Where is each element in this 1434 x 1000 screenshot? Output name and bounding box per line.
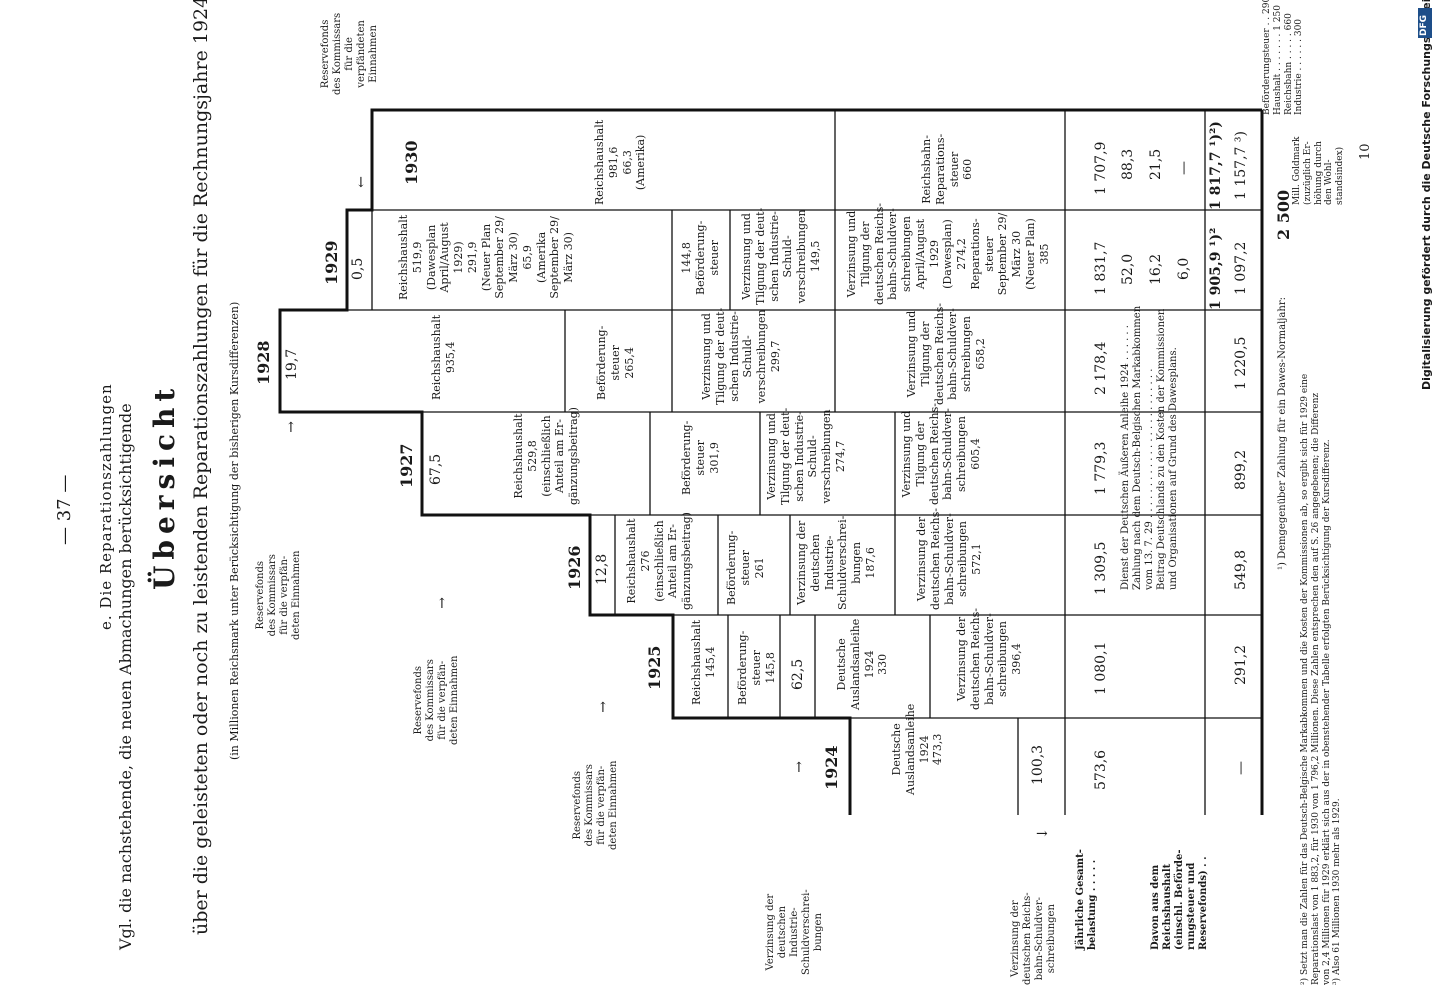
year-1925: 1925 <box>645 645 664 690</box>
row-label-industrie: Verzinsung der deutschen Industrie- Schu… <box>765 889 824 975</box>
row-label-reichsbahn: Verzinsung der deutschen Reichs- bahn-Sc… <box>1010 892 1057 985</box>
cell-1925-anleihe: Deutsche Auslandsanleihe 1924 330 <box>835 618 890 710</box>
cell-1928-haushalt: Reichshaushalt 935,4 <box>430 314 457 400</box>
cell-1927-industrie: Verzinsung und Tilgung der deut- schen I… <box>765 407 847 505</box>
total-1927: 1 779,3 <box>1093 441 1109 495</box>
dawes-label: ¹) Demgegenüber Zahlung für ein Dawes-No… <box>1277 297 1288 570</box>
reserve-label-1930: Reservefonds des Kommissars für die verp… <box>320 12 379 95</box>
extra-1930-kosten: — <box>1176 161 1192 175</box>
cell-1927-reichsbahn: Verzinsung und Tilgung der deutschen Rei… <box>900 403 982 505</box>
davon-1926: 549,8 <box>1233 549 1249 590</box>
cell-1926-befoerderung: Beförderung- steuer 261 <box>725 530 766 605</box>
cell-1927-befoerderung: Beförderung- steuer 301,9 <box>680 420 721 495</box>
davon-1929: 1 097,2 <box>1233 241 1249 295</box>
cell-1928-industrie: Verzinsung und Tilgung der deut- schen I… <box>700 307 782 405</box>
extra-1929-kosten: 6,0 <box>1176 257 1192 280</box>
davon-1930: 1 157,7 ³) <box>1233 131 1249 200</box>
cell-1924-reichsbahn: 100,3 <box>1030 744 1046 785</box>
arrow-icon: ↓ <box>355 175 367 191</box>
extra-1929-belgisch: 52,0 <box>1120 253 1136 285</box>
cell-1929-haushalt: Reichshaushalt 519,9 (Dawesplan April/Au… <box>397 214 575 300</box>
cell-1926-reichsbahn: Verzinsung der deutschen Reichs- bahn-Sc… <box>915 508 983 610</box>
total-1926: 1 309,5 <box>1093 541 1109 595</box>
cell-1925-reichsbahn: Verzinsung der deutschen Reichs- bahn-Sc… <box>955 608 1023 710</box>
cell-1925-industrie: 62,5 <box>790 658 806 690</box>
year-1926: 1926 <box>565 545 584 590</box>
davon-1927: 899,2 <box>1233 449 1249 490</box>
extra-1930-belgisch: 88,3 <box>1120 148 1136 180</box>
reserve-label-1926: Reservefonds des Kommissars für die verp… <box>255 550 302 641</box>
year-1927: 1927 <box>397 443 416 488</box>
arrow-icon: ↑ <box>436 596 448 612</box>
cell-1928-befoerderung: Beförderung- steuer 265,4 <box>595 325 636 400</box>
extra-items: Dienst der Deutschen Äußeren Anleihe 192… <box>1120 305 1179 590</box>
cell-1930-reichsbahn: Reichsbahn- Reparations- steuer 660 <box>920 133 975 205</box>
cell-1927-haushalt: Reichshaushalt 529,8 (einschließlich Ant… <box>512 407 580 505</box>
extra-1929-markabkommen: 16,2 <box>1148 253 1164 285</box>
cell-1928-reichsbahn: Verzinsung und Tilgung der deutschen Rei… <box>905 303 987 405</box>
total-1929: 1 831,7 <box>1093 241 1109 295</box>
dawes-breakdown: Beförderungsteuer . . 290 Haushalt . . .… <box>1262 0 1305 115</box>
davon-1928: 1 220,5 <box>1233 336 1249 390</box>
arrow-icon: ↑ <box>793 760 805 776</box>
reserve-1926: 12,8 <box>594 553 610 585</box>
row-label-davon: Davon aus dem Reichshaushalt (einschl. B… <box>1150 849 1209 950</box>
dawes-desc: Mill. Goldmark (zuzüglich Er- höhung dur… <box>1292 136 1346 205</box>
reserve-label-1924: Reservefonds des Kommissars für die verp… <box>572 760 619 851</box>
footnotes: ²) Setzt man die Zahlen für das Deutsch-… <box>1300 373 1343 985</box>
row-label-total: Jährliche Gesamt- belastung . . . . . <box>1075 849 1098 950</box>
dfg-logo: DFG <box>1418 8 1432 38</box>
cell-1926-haushalt: Reichshaushalt 276 (einschließlich Antei… <box>625 512 693 610</box>
sum-1929: 1 905,9 ¹)² <box>1208 227 1224 310</box>
total-1924: 573,6 <box>1093 749 1109 790</box>
reserve-label-1925: Reservefonds des Kommissars für die verp… <box>413 655 460 746</box>
arrow-icon: → <box>1036 826 1048 842</box>
cell-1924-anleihe: Deutsche Auslandsanleihe 1924 473,3 <box>890 703 945 795</box>
sum-1930: 1 817,7 ¹)²) <box>1208 121 1224 210</box>
cell-1926-industrie: Verzinsung der deutschen Industrie- Schu… <box>795 515 877 610</box>
total-1930: 1 707,9 <box>1093 141 1109 195</box>
cell-1925-befoerderung: Beförderung- steuer 145,8 <box>736 630 777 705</box>
extra-1930-markabkommen: 21,5 <box>1148 148 1164 180</box>
reserve-1929: 0,5 <box>350 257 366 280</box>
arrow-icon: ↑ <box>285 420 297 436</box>
reserve-1927: 67,5 <box>428 453 444 485</box>
year-1930: 1930 <box>402 140 421 185</box>
year-1928: 1928 <box>254 340 273 385</box>
year-1924: 1924 <box>822 745 841 790</box>
cell-1929-reichsbahn: Verzinsung und Tilgung der deutschen Rei… <box>845 203 1051 305</box>
cell-1929-befoerderung: 144,8 Beförderung- steuer <box>680 220 721 295</box>
total-1925: 1 080,1 <box>1093 641 1109 695</box>
davon-1925: 291,2 <box>1233 644 1249 685</box>
davon-1924: — <box>1233 761 1249 775</box>
reserve-1928: 19,7 <box>284 348 300 380</box>
cell-1930-haushalt: Reichshaushalt 981,6 66,3 (Amerika) <box>593 119 648 205</box>
cell-1929-industrie: Verzinsung und Tilgung der deut- schen I… <box>740 207 822 305</box>
dawes-value: 2 500 <box>1274 189 1293 240</box>
total-1928: 2 178,4 <box>1093 341 1109 395</box>
year-1929: 1929 <box>322 240 341 285</box>
arrow-icon: ↑ <box>597 700 609 716</box>
cell-1925-haushalt: Reichshaushalt 145,4 <box>690 619 717 705</box>
